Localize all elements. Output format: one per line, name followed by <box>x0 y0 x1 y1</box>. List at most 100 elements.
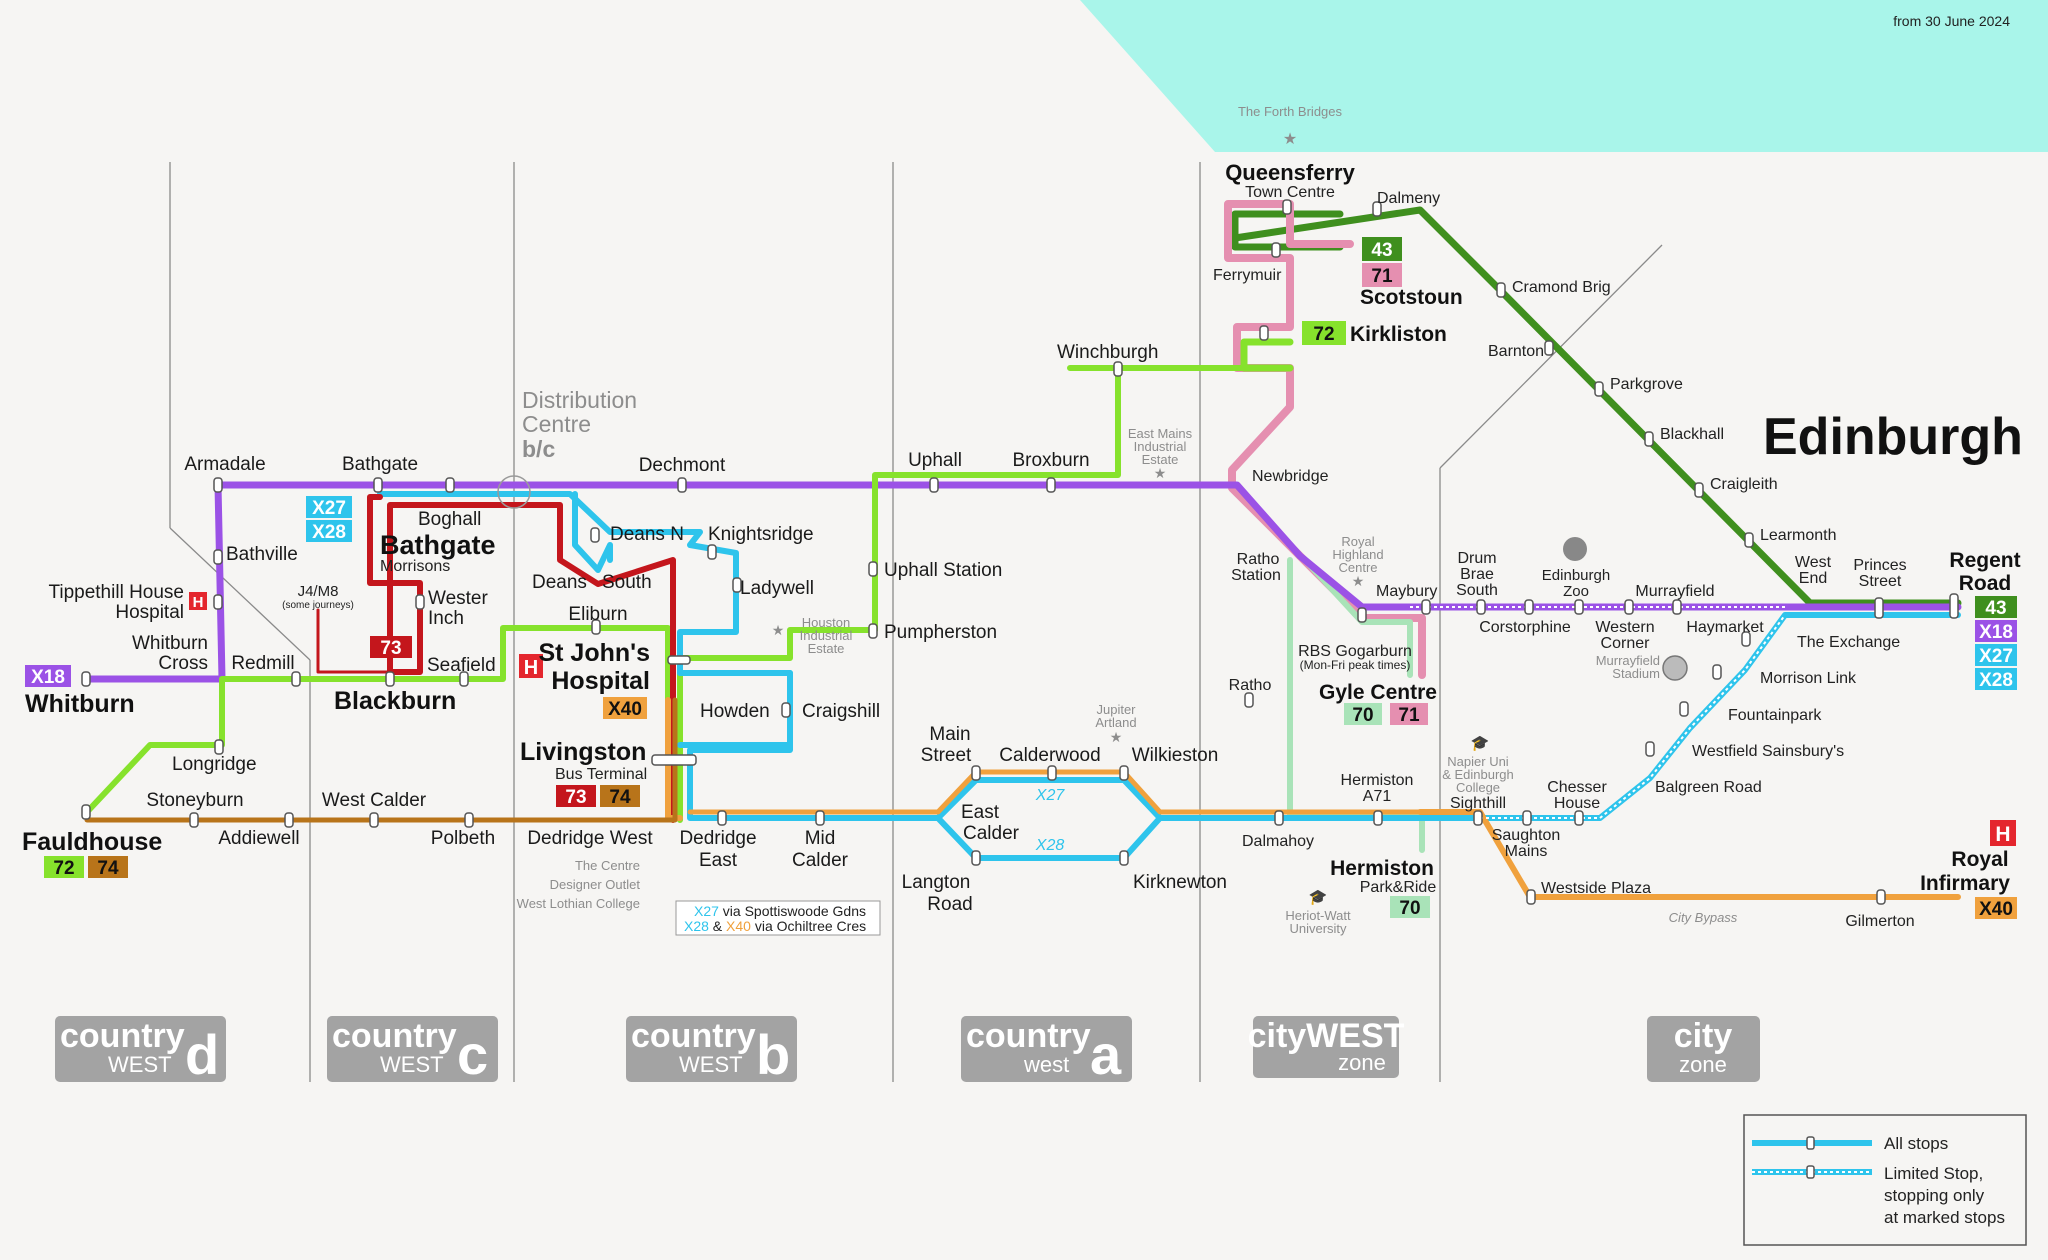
wester-inch-2: Inch <box>428 608 464 629</box>
newbridge-label: Newbridge <box>1252 468 1329 485</box>
landmarks: The Forth Bridges ★ Distribution Centre … <box>282 104 1738 936</box>
route-badges: 43 71 72 43 X18 X27 X28 70 71 70 H X40 X… <box>25 237 2017 920</box>
mid-calder-2: Calder <box>792 850 849 871</box>
heriot-watt-2: University <box>1289 921 1347 936</box>
scotstoun-label: Scotstoun <box>1360 286 1463 309</box>
mid-calder-1: Mid <box>805 828 836 849</box>
via-x27-text: via Spottiswoode Gdns <box>719 903 866 919</box>
saughton-1: Saughton <box>1492 827 1561 844</box>
blackburn-label: Blackburn <box>334 687 456 715</box>
route-x28-east-calder <box>935 815 1163 861</box>
edinburgh-zoo-2: Zoo <box>1563 583 1589 600</box>
zone-dividers <box>169 162 1663 1082</box>
barnton-label: Barnton <box>1488 343 1544 360</box>
princes-street-2: Street <box>1859 573 1902 590</box>
west-lothian-college-label: West Lothian College <box>517 896 640 911</box>
route-74-line <box>84 697 678 823</box>
bathgate-m-label: Bathgate <box>380 530 496 560</box>
zone-d-c: d <box>185 1023 219 1086</box>
zone-b-c: b <box>756 1023 790 1086</box>
zone-city-b: zone <box>1679 1052 1727 1077</box>
svg-text:H: H <box>524 657 538 679</box>
badge-73-bl: 73 <box>380 638 401 659</box>
badge-74-l: 74 <box>609 787 631 808</box>
zoo-icon <box>1563 537 1587 561</box>
svg-text:X28 & X40 via Ochiltree Cres: X28 & X40 via Ochiltree Cres <box>684 918 866 934</box>
calderwood-label: Calderwood <box>999 745 1100 766</box>
saughton-2: Mains <box>1505 843 1548 860</box>
uphall-label: Uphall <box>908 450 962 471</box>
napier-2: & Edinburgh <box>1442 767 1514 782</box>
city-name: Edinburgh <box>1763 408 2023 466</box>
maybury-label: Maybury <box>1376 583 1437 600</box>
badge-72-k: 72 <box>1313 324 1334 345</box>
hermiston-pr-label: Hermiston <box>1330 857 1434 880</box>
zone-d-a: country <box>60 1017 185 1055</box>
route-72-loop <box>1240 338 1294 372</box>
fountainpark-label: Fountainpark <box>1728 707 1822 724</box>
zone-citywest-a: cityWEST <box>1248 1017 1405 1055</box>
ladywell-label: Ladywell <box>740 578 814 599</box>
badge-x27-b: X27 <box>312 498 346 519</box>
blackhall-label: Blackhall <box>1660 426 1724 443</box>
badge-x40-ri: X40 <box>1979 899 2013 920</box>
distribution-centre-1: Distribution <box>522 387 637 413</box>
edinburgh-zoo-1: Edinburgh <box>1542 567 1610 584</box>
longridge-label: Longridge <box>172 754 257 775</box>
gyle-centre-label: Gyle Centre <box>1319 681 1437 704</box>
learmonth-label: Learmonth <box>1760 527 1837 544</box>
haymarket-label: Haymarket <box>1686 619 1764 636</box>
route-70-gyle <box>1302 557 1413 678</box>
zone-c-a: country <box>332 1017 457 1055</box>
st-johns-2: Hospital <box>551 667 650 695</box>
via-x40-text: via Ochiltree Cres <box>751 918 866 934</box>
royal-highland-star-icon: ★ <box>1352 573 1365 589</box>
boghall-label: Boghall <box>418 509 481 530</box>
drum-brae-2: Brae <box>1460 566 1494 583</box>
zone-b-a: country <box>631 1017 756 1055</box>
badge-71-q: 71 <box>1371 266 1393 287</box>
seafield-label: Seafield <box>427 655 496 676</box>
jupiter-2: Artland <box>1095 715 1136 730</box>
royal-highland-1: Royal <box>1341 534 1374 549</box>
via-amp: & <box>709 918 726 934</box>
rbs-gogarburn-label: RBS Gogarburn <box>1298 643 1412 660</box>
houston-3: Estate <box>808 641 845 656</box>
deans-n-label: Deans N <box>610 524 684 545</box>
zone-c-b: WEST <box>380 1052 444 1077</box>
distribution-centre-marker <box>497 475 531 509</box>
knightsridge-label: Knightsridge <box>708 524 814 545</box>
bathville-label: Bathville <box>226 544 298 565</box>
howden-label: Howden <box>700 701 770 722</box>
craigshill-label: Craigshill <box>802 701 880 722</box>
broxburn-label: Broxburn <box>1012 450 1089 471</box>
regent-road-2: Road <box>1959 572 2012 595</box>
badge-x40-sj: X40 <box>608 699 642 720</box>
princes-street-1: Princes <box>1853 557 1906 574</box>
badge-x18-r: X18 <box>1979 622 2013 643</box>
badge-74-f: 74 <box>97 858 119 879</box>
langton-road-2: Road <box>927 894 972 915</box>
pumpherston-label: Pumpherston <box>884 622 997 643</box>
east-mains-3: Estate <box>1142 452 1179 467</box>
limited-stop-overlay <box>1410 606 1786 819</box>
parkgrove-label: Parkgrove <box>1610 376 1683 393</box>
napier-1: Napier Uni <box>1447 754 1509 769</box>
the-centre-label: The Centre <box>575 858 640 873</box>
via-note: X27 via Spottiswoode Gdns X28 & X40 via … <box>675 900 881 936</box>
murrayfield-label: Murrayfield <box>1635 583 1714 600</box>
fauldhouse-label: Fauldhouse <box>22 828 162 856</box>
hermiston-a71-1: Hermiston <box>1341 772 1414 789</box>
deans-south-1: Deans <box>532 572 587 593</box>
stadium-icon <box>1662 655 1688 681</box>
jupiter-star-icon: ★ <box>1110 729 1123 745</box>
dechmont-label: Dechmont <box>639 455 726 476</box>
badge-73-l: 73 <box>565 787 586 808</box>
armadale-label: Armadale <box>184 454 265 475</box>
zone-city-a: city <box>1674 1017 1733 1055</box>
badge-x18-w: X18 <box>31 667 65 688</box>
dedridge-west-label: Dedridge West <box>527 828 653 849</box>
j4m8-label: J4/M8 <box>298 583 339 600</box>
redmill-label: Redmill <box>231 653 294 674</box>
chesser-2: House <box>1554 795 1600 812</box>
